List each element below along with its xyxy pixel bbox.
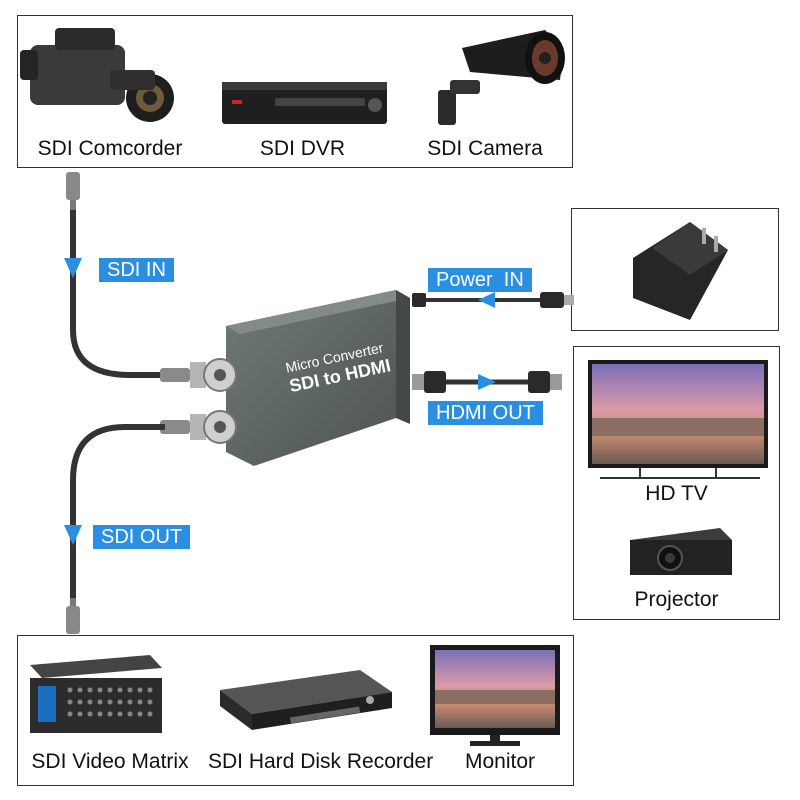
source-label-camcorder: SDI Comcorder — [37, 137, 183, 160]
output-label-video-matrix: SDI Video Matrix — [31, 750, 189, 773]
tv-icon — [588, 360, 768, 479]
bnc-in-connector — [190, 358, 237, 392]
sdi-in-cable — [64, 172, 190, 382]
sdi-in-tag: SDI IN — [99, 258, 174, 282]
output-label-monitor: Monitor — [464, 750, 536, 773]
video-matrix-icon — [30, 655, 162, 733]
power-in-tag: Power IN — [428, 268, 532, 292]
converter-device — [190, 290, 410, 466]
sdi-out-tag: SDI OUT — [93, 525, 191, 549]
output-label-hdd-recorder: SDI Hard Disk Recorder — [208, 750, 434, 773]
camcorder-icon — [20, 28, 174, 122]
power-adapter-icon — [633, 222, 728, 320]
hdmi-cable — [412, 371, 562, 393]
bnc-out-connector — [190, 410, 237, 444]
source-label-camera: SDI Camera — [427, 137, 543, 160]
display-label-tv: HD TV — [645, 482, 708, 505]
power-cable — [412, 292, 574, 308]
hard-disk-recorder-icon — [220, 670, 392, 730]
sdi-out-cable — [64, 420, 190, 634]
source-label-dvr: SDI DVR — [259, 137, 346, 160]
monitor-icon — [430, 645, 560, 746]
hdmi-out-tag: HDMI OUT — [428, 401, 543, 425]
security-camera-icon — [438, 30, 565, 125]
projector-icon — [630, 528, 732, 575]
display-label-projector: Projector — [634, 588, 719, 611]
dvr-icon — [222, 82, 387, 124]
